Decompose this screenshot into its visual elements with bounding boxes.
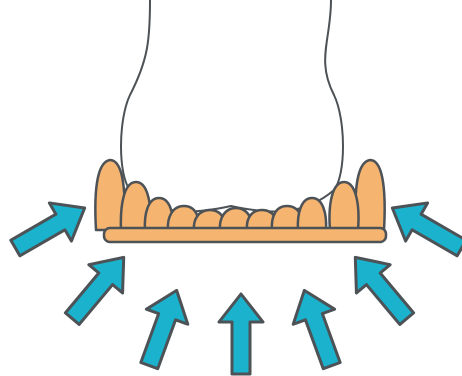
pressure-arrow-icon — [129, 283, 198, 373]
pressure-arrow-icon — [219, 294, 263, 374]
pressure-arrow-icon — [338, 243, 423, 333]
pressure-arrow-icon — [4, 189, 95, 267]
pressure-arrow-icon — [381, 189, 462, 267]
pressure-arrow-icon — [55, 243, 140, 333]
pressure-arrow-icon — [284, 283, 353, 373]
foot-outline-icon — [121, 0, 343, 211]
